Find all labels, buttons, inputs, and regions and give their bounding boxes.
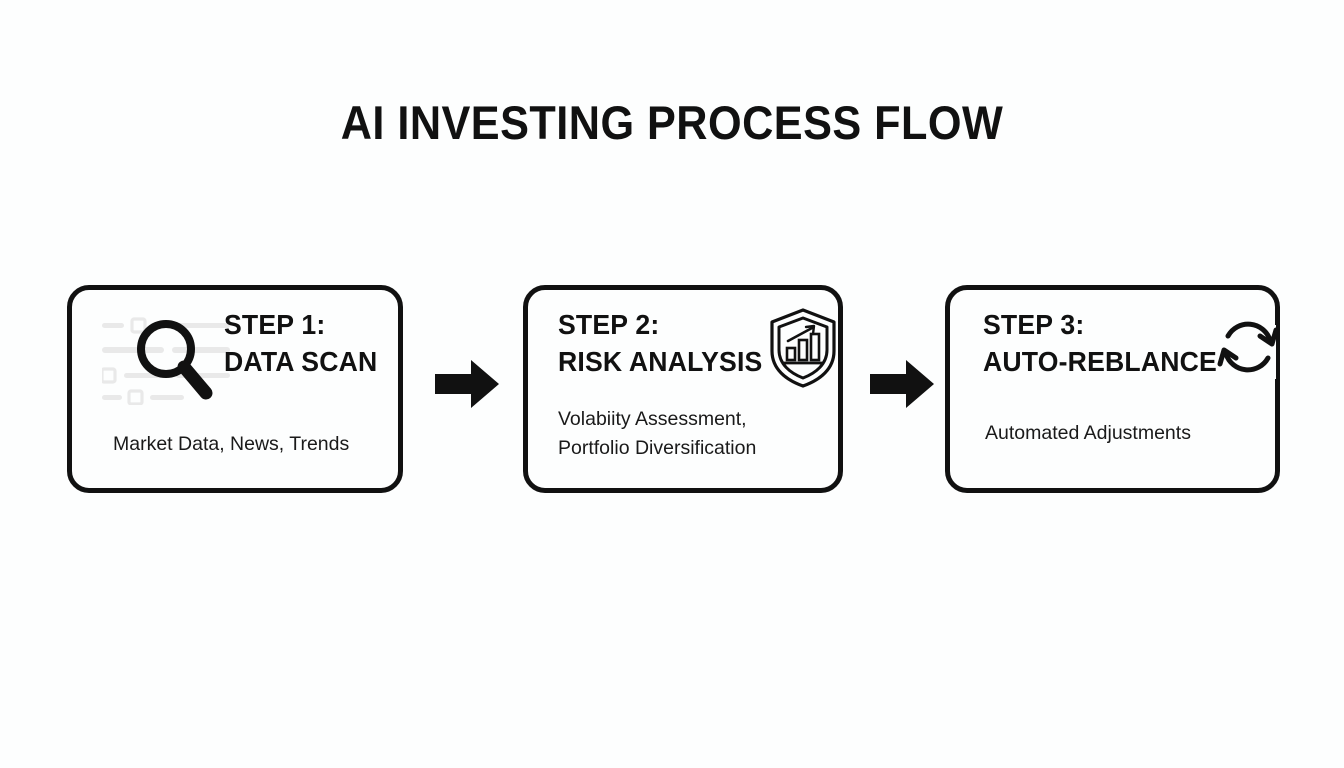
step-2-desc-line1: Volabiity Assessment, (558, 408, 747, 430)
step-card-3-description: Automated Adjustments (985, 419, 1191, 448)
step-1-desc-line1: Market Data, News, Trends (113, 433, 350, 455)
step-card-1[interactable]: STEP 1: DATA SCAN Market Data, News, Tre… (67, 285, 403, 493)
step-card-3[interactable]: STEP 3: AUTO-REBLANCE Automated Adjustme… (945, 285, 1280, 493)
step-3-heading-line1: STEP 3: (983, 309, 1085, 340)
step-2-desc-line2: Portfolio Diversification (558, 437, 757, 459)
arrow-right-icon-1 (435, 358, 499, 410)
step-1-heading-line2: DATA SCAN (224, 346, 378, 377)
step-2-heading-line2: RISK ANALYSIS (558, 346, 763, 377)
refresh-cycle-icon (1212, 314, 1284, 380)
step-3-desc-line1: Automated Adjustments (985, 422, 1191, 444)
step-card-1-heading: STEP 1: DATA SCAN (224, 306, 377, 380)
step-card-2-description: Volabiity Assessment, Portfolio Diversif… (558, 405, 756, 463)
step-1-heading-line1: STEP 1: (224, 309, 326, 340)
step-card-1-description: Market Data, News, Trends (113, 430, 349, 459)
page-title: AI INVESTING PROCESS FLOW (340, 96, 1004, 149)
magnifier-icon (130, 315, 214, 405)
shield-chart-icon (768, 307, 838, 389)
arrow-right-icon-2 (870, 358, 934, 410)
step-card-2[interactable]: STEP 2: RISK ANALYSIS Volabiity Assessme… (523, 285, 843, 493)
step-3-heading-line2: AUTO-REBLANCE (983, 346, 1217, 377)
step-2-heading-line1: STEP 2: (558, 309, 660, 340)
step-card-3-heading: STEP 3: AUTO-REBLANCE (983, 306, 1217, 380)
step-card-2-heading: STEP 2: RISK ANALYSIS (558, 306, 762, 380)
